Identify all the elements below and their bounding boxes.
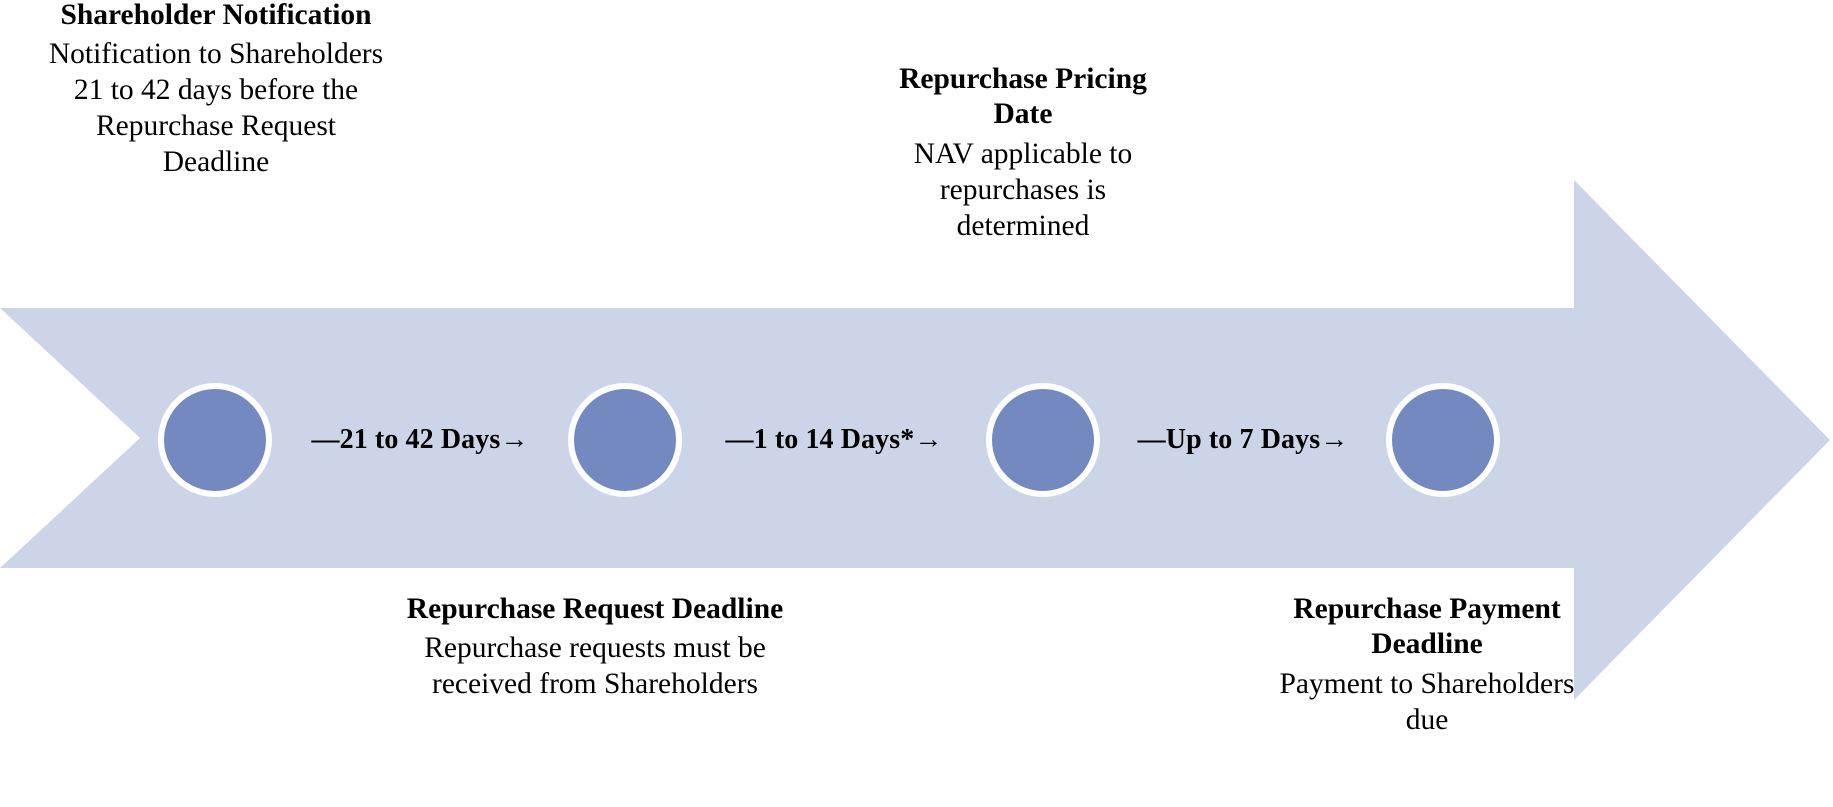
label-repurchase-payment-deadline: Repurchase Payment Deadline Payment to S… [1258, 592, 1596, 739]
arrow-band-polygon [0, 180, 1830, 700]
connector-label-21-to-42-days: —21 to 42 Days→ [311, 424, 529, 455]
label-shareholder-notification: Shareholder Notification Notification to… [40, 0, 392, 181]
connector-label-1-to-14-days: —1 to 14 Days*→ [725, 424, 943, 455]
milestone-node-repurchase-pricing-date[interactable] [986, 383, 1100, 497]
label-title-repurchase-pricing-date: Repurchase Pricing Date [899, 63, 1147, 131]
label-title-shareholder-notification: Shareholder Notification [60, 0, 372, 31]
label-repurchase-pricing-date: Repurchase Pricing Date NAV applicable t… [870, 62, 1176, 245]
milestone-node-repurchase-request-deadline[interactable] [568, 383, 682, 497]
label-repurchase-request-deadline: Repurchase Request Deadline Repurchase r… [390, 592, 800, 703]
label-body-shareholder-notification: Notification to Shareholders 21 to 42 da… [48, 38, 384, 179]
label-body-repurchase-pricing-date: NAV applicable to repurchases is determi… [913, 137, 1133, 242]
milestone-node-repurchase-payment-deadline[interactable] [1386, 383, 1500, 497]
connector-label-up-to-7-days: —Up to 7 Days→ [1137, 424, 1349, 455]
milestone-node-shareholder-notification[interactable] [158, 383, 272, 497]
label-body-repurchase-request-deadline: Repurchase requests must be received fro… [424, 632, 766, 701]
label-title-repurchase-payment-deadline: Repurchase Payment Deadline [1293, 593, 1561, 661]
label-body-repurchase-payment-deadline: Payment to Shareholders due [1279, 667, 1575, 736]
label-title-repurchase-request-deadline: Repurchase Request Deadline [406, 593, 784, 625]
